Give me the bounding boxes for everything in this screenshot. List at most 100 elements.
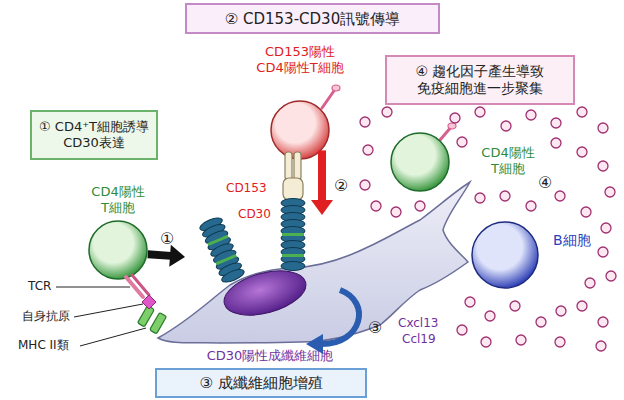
chemokine-dot xyxy=(555,191,565,201)
receptor-disc xyxy=(206,235,232,253)
chemokine-dot xyxy=(500,191,510,201)
step-box: ③ 成纖維細胞增殖 xyxy=(155,368,367,398)
chemokine-dot xyxy=(598,247,608,257)
chemokine-dot xyxy=(481,337,491,347)
receptor-disc xyxy=(204,228,230,246)
cell-circle xyxy=(390,132,450,192)
chemokine-dot xyxy=(382,107,392,117)
box-text: ① CD4⁺T細胞誘導 CD30表達 xyxy=(36,119,152,151)
receptor-disc xyxy=(281,241,305,250)
chemokine-dot xyxy=(510,301,520,311)
callout-number: ④ xyxy=(538,173,552,192)
cell-label: CD4陽性 T細胞 xyxy=(476,145,540,177)
connector-shaft xyxy=(148,254,171,256)
connector-shaft xyxy=(318,150,326,201)
connector-arrow xyxy=(148,245,185,267)
step-box: ① CD4⁺T細胞誘導 CD30表達 xyxy=(30,110,158,160)
b-cell: B細胞 xyxy=(468,218,618,294)
cell-circle xyxy=(471,221,539,289)
ligand-part xyxy=(283,178,303,200)
receptor-disc xyxy=(201,222,227,240)
mhc-part xyxy=(150,313,167,334)
chemokine-dot xyxy=(598,123,608,133)
cell-circle xyxy=(270,100,330,160)
chemokine-label: Ccl19 xyxy=(402,332,436,347)
tcr-strand xyxy=(126,277,143,297)
cell-stalk-tip xyxy=(332,85,340,91)
chemokine-dot xyxy=(457,137,467,147)
receptor-band xyxy=(215,254,236,265)
chemokine-dot xyxy=(605,187,615,197)
chemokine-dot xyxy=(585,278,595,288)
chemokine-dot xyxy=(371,201,381,211)
cell-label: B細胞 xyxy=(553,232,613,249)
molecule-label: CD153 xyxy=(226,181,267,196)
arrow-head xyxy=(169,245,185,267)
t-cell: CD153陽性 CD4陽性T細胞 xyxy=(240,42,360,164)
cell-stalk-tip xyxy=(448,123,456,129)
chemokine-dot xyxy=(551,138,561,148)
chemokine-dot xyxy=(457,325,467,335)
chemokine-dot xyxy=(577,147,587,157)
receptor-disc xyxy=(281,220,305,229)
receptor-disc xyxy=(212,248,238,266)
chemokine-label: Cxcl13 xyxy=(398,316,438,331)
chemokine-dot xyxy=(516,335,526,345)
receptor-disc xyxy=(198,215,224,233)
cell-label: CD153陽性 CD4陽性T細胞 xyxy=(245,44,355,76)
cd30-receptor xyxy=(198,215,245,284)
chemokine-dot xyxy=(526,110,536,120)
connector-arrow xyxy=(311,150,333,215)
chemokine-dot xyxy=(360,180,370,190)
chemokine-dot xyxy=(598,161,608,171)
t-cell: CD4陽性 T細胞 xyxy=(70,182,170,282)
receptor-band xyxy=(282,254,304,257)
chemokine-dot xyxy=(577,301,587,311)
box-text: ② CD153-CD30訊號傳導 xyxy=(225,10,400,28)
chemokine-dot xyxy=(475,107,485,117)
receptor-disc xyxy=(281,227,305,236)
chemokine-dot xyxy=(536,317,546,327)
arrow-head xyxy=(311,200,333,215)
antigen-diamond xyxy=(142,295,156,309)
chemokine-dot xyxy=(581,207,591,217)
chemokine-dot xyxy=(450,113,460,123)
box-text: ④ 趨化因子產生導致 免疫細胞進一步聚集 xyxy=(391,63,569,97)
chemokine-dot xyxy=(606,271,616,281)
callout-number: ① xyxy=(160,229,174,248)
chemokine-dots xyxy=(360,107,616,351)
chemokine-dot xyxy=(526,201,536,211)
callout-number: ② xyxy=(334,176,348,195)
leader-line xyxy=(74,304,143,317)
receptor-disc xyxy=(281,234,305,243)
fibroblast-body xyxy=(158,182,470,343)
chemokine-dot xyxy=(485,311,495,321)
mhc-molecule xyxy=(137,306,166,334)
chemokine-dot xyxy=(391,207,401,217)
chemokine-dot xyxy=(360,117,370,127)
chemokine-dot xyxy=(465,297,475,307)
part-label: 自身抗原 xyxy=(22,309,70,324)
nucleus xyxy=(219,263,310,323)
step-box: ② CD153-CD30訊號傳導 xyxy=(185,3,440,34)
mhc-part xyxy=(137,306,154,327)
receptor-band xyxy=(282,233,304,236)
step-box: ④ 趨化因子產生導致 免疫細胞進一步聚集 xyxy=(385,55,575,105)
receptor-disc xyxy=(215,254,241,272)
receptor-disc xyxy=(209,241,235,259)
chemokine-dot xyxy=(601,223,611,233)
tcr-strand xyxy=(132,275,149,295)
receptor-disc xyxy=(281,255,305,264)
chemokine-dot xyxy=(551,118,561,128)
box-text: ③ 成纖維細胞增殖 xyxy=(199,374,322,392)
chemokine-dot xyxy=(556,306,566,316)
leader-line xyxy=(80,328,146,346)
receptor-disc xyxy=(217,260,243,278)
chemokine-dot xyxy=(363,145,373,155)
callout-number: ③ xyxy=(368,318,382,337)
cell-body xyxy=(472,222,538,288)
cell-label: CD4陽性 T細胞 xyxy=(83,184,153,216)
chemokine-dot xyxy=(596,341,606,351)
chemokine-dot xyxy=(598,317,608,327)
receptor-disc xyxy=(281,213,305,222)
